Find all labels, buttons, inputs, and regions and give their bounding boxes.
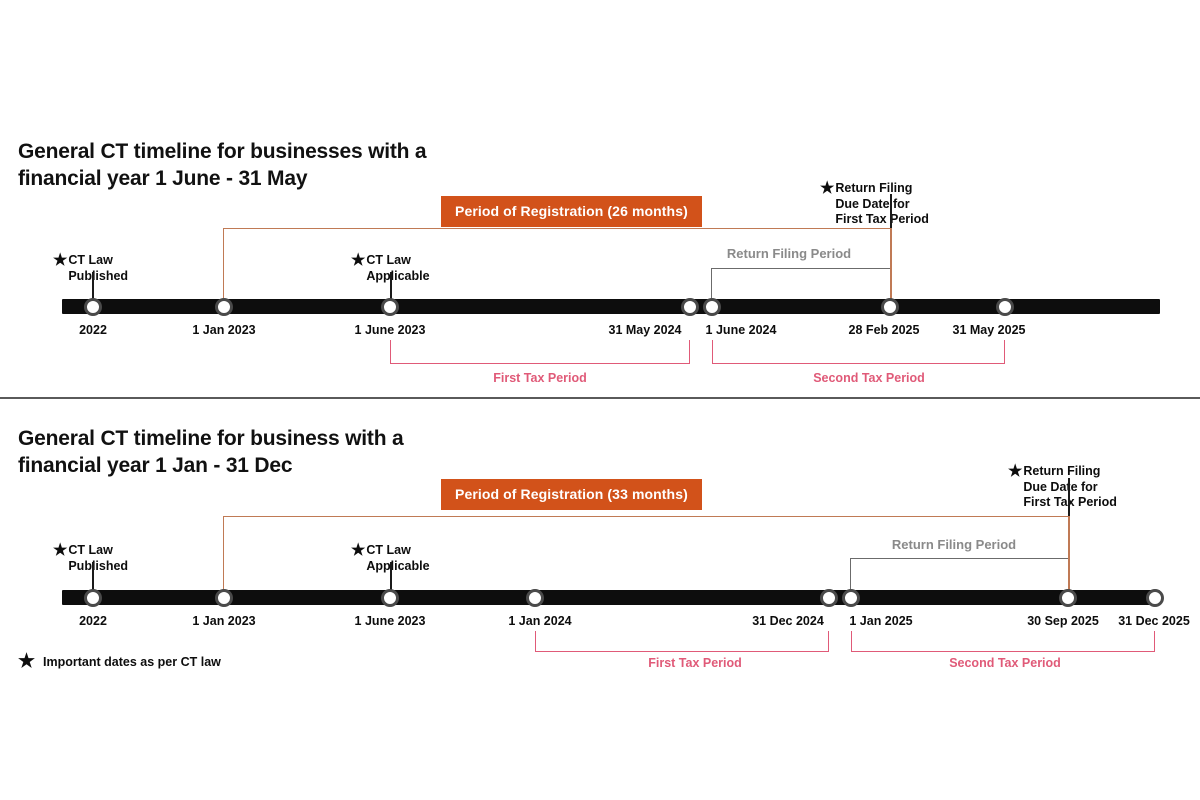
return-filing-bracket-2 [850,558,1069,591]
callout-stem-ct-law-published-2 [92,562,94,591]
node-marker[interactable] [526,589,544,607]
callout-return-filing-due-1: ★ Return Filing Due Date for First Tax P… [820,166,929,242]
timeline-axis-2 [62,590,1160,605]
callout-stem-return-filing-due-1 [890,194,892,230]
node-marker[interactable] [881,298,899,316]
node-label: 28 Feb 2025 [848,323,920,337]
callout-ct-law-applicable-1: ★ CT Law Applicable [351,238,430,299]
star-icon: ★ [53,252,68,270]
node-label: 1 Jan 2024 [508,614,572,628]
callout-text: CT Law Applicable [366,543,430,573]
callout-stem-return-filing-due-2 [1068,478,1070,516]
star-icon: ★ [351,252,366,270]
node-marker[interactable] [1146,589,1164,607]
legend: ★ Important dates as per CT law [18,652,221,671]
node-label: 1 June 2023 [354,614,426,628]
callout-text: CT Law Published [68,543,129,573]
node-marker[interactable] [215,298,233,316]
return-filing-period-label-2: Return Filing Period [891,537,1017,552]
node-label: 2022 [79,323,107,337]
node-label: 2022 [79,614,107,628]
node-marker[interactable] [215,589,233,607]
node-label: 31 May 2025 [952,323,1026,337]
second-tax-period-bracket-2 [851,631,1155,652]
first-tax-period-label-1: First Tax Period [493,371,587,385]
callout-stem-return-filing-due-2-lower [1068,516,1070,590]
first-tax-period-bracket-1 [390,340,690,364]
node-label: 1 June 2023 [354,323,426,337]
section-divider [0,397,1200,399]
callout-text: CT Law Published [68,253,129,283]
first-tax-period-label-2: First Tax Period [648,656,742,670]
node-label: 31 May 2024 [608,323,682,337]
callout-text: Return Filing Due Date for First Tax Per… [835,181,929,226]
node-label: 31 Dec 2024 [752,614,824,628]
node-marker[interactable] [681,298,699,316]
node-label: 1 Jan 2023 [192,614,256,628]
node-marker[interactable] [703,298,721,316]
callout-stem-ct-law-applicable-2 [390,562,392,591]
star-icon: ★ [820,180,835,198]
star-icon: ★ [53,542,68,560]
node-marker[interactable] [381,298,399,316]
star-icon: ★ [18,651,36,672]
second-tax-period-label-2: Second Tax Period [949,656,1061,670]
node-label: 31 Dec 2025 [1118,614,1190,628]
callout-ct-law-published-2: ★ CT Law Published [53,528,128,589]
node-marker[interactable] [84,298,102,316]
first-tax-period-bracket-2 [535,631,829,652]
node-marker[interactable] [1059,589,1077,607]
second-tax-period-label-1: Second Tax Period [813,371,925,385]
callout-ct-law-applicable-2: ★ CT Law Applicable [351,528,430,589]
callout-text: CT Law Applicable [366,253,430,283]
node-marker[interactable] [381,589,399,607]
node-label: 30 Sep 2025 [1027,614,1099,628]
node-marker[interactable] [820,589,838,607]
callout-text: Return Filing Due Date for First Tax Per… [1023,464,1117,509]
section-2-title: General CT timeline for business with a … [18,427,404,477]
node-label: 1 Jan 2023 [192,323,256,337]
node-label: 1 Jan 2025 [849,614,913,628]
star-icon: ★ [351,542,366,560]
node-marker[interactable] [842,589,860,607]
node-marker[interactable] [84,589,102,607]
callout-return-filing-due-2: ★ Return Filing Due Date for First Tax P… [1008,449,1117,525]
return-filing-period-label-1: Return Filing Period [726,246,852,261]
registration-badge-1: Period of Registration (26 months) [441,196,702,227]
legend-label: Important dates as per CT law [43,654,221,669]
second-tax-period-bracket-1 [712,340,1005,364]
node-marker[interactable] [996,298,1014,316]
node-label: 1 June 2024 [705,323,777,337]
callout-stem-ct-law-applicable-1 [390,272,392,305]
callout-ct-law-published-1: ★ CT Law Published [53,238,128,299]
callout-stem-ct-law-published-1 [92,272,94,305]
registration-badge-2: Period of Registration (33 months) [441,479,702,510]
star-icon: ★ [1008,463,1023,481]
section-1-title: General CT timeline for businesses with … [18,140,427,190]
callout-stem-return-filing-due-1-lower [890,228,892,306]
